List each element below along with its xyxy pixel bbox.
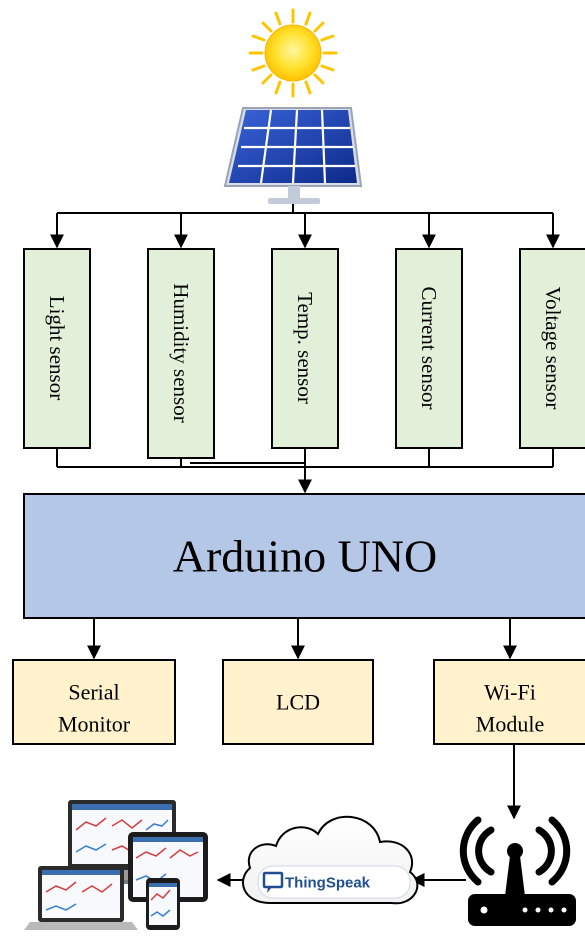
sensor-temp: Temp. sensor [271, 248, 339, 449]
devices-icon [24, 800, 208, 930]
sensor-label: Current sensor [417, 286, 441, 409]
sensors-to-controller-connector [56, 448, 554, 494]
cloud-brand-label: ThingSpeak [285, 875, 371, 892]
output-label-line1: Wi-Fi [484, 680, 536, 705]
output-label-line1: Serial [68, 680, 119, 705]
wifi-router-icon [459, 816, 576, 926]
output-serial-monitor: Serial Monitor [12, 659, 176, 745]
cloud-icon: ThingSpeak [241, 815, 419, 905]
solar-panel-icon [223, 107, 363, 204]
sensor-label: Temp. sensor [293, 292, 317, 404]
sensor-label: Light sensor [45, 296, 69, 400]
output-label-line2: Module [476, 712, 544, 737]
controller-to-outputs-connector [87, 618, 517, 660]
sensor-humidity: Humidity sensor [147, 248, 215, 459]
sensor-light: Light sensor [23, 248, 91, 449]
tablet-icon [128, 832, 208, 902]
sensor-current: Current sensor [395, 248, 463, 449]
arduino-uno-block: Arduino UNO [23, 493, 585, 619]
laptop-icon [24, 866, 138, 930]
sun-icon [248, 8, 338, 98]
output-label-line2: Monitor [58, 712, 131, 737]
phone-icon [146, 878, 180, 930]
sensor-label: Humidity sensor [169, 283, 193, 422]
sensor-label: Voltage sensor [541, 287, 565, 410]
output-wifi-module: Wi-Fi Module [433, 659, 585, 745]
output-label-line1: LCD [276, 690, 320, 715]
controller-label: Arduino UNO [173, 531, 437, 582]
panel-to-sensors-connector [50, 204, 560, 249]
thingspeak-logo-icon [262, 871, 284, 893]
output-lcd: LCD [222, 659, 374, 745]
sensor-voltage: Voltage sensor [519, 248, 585, 449]
